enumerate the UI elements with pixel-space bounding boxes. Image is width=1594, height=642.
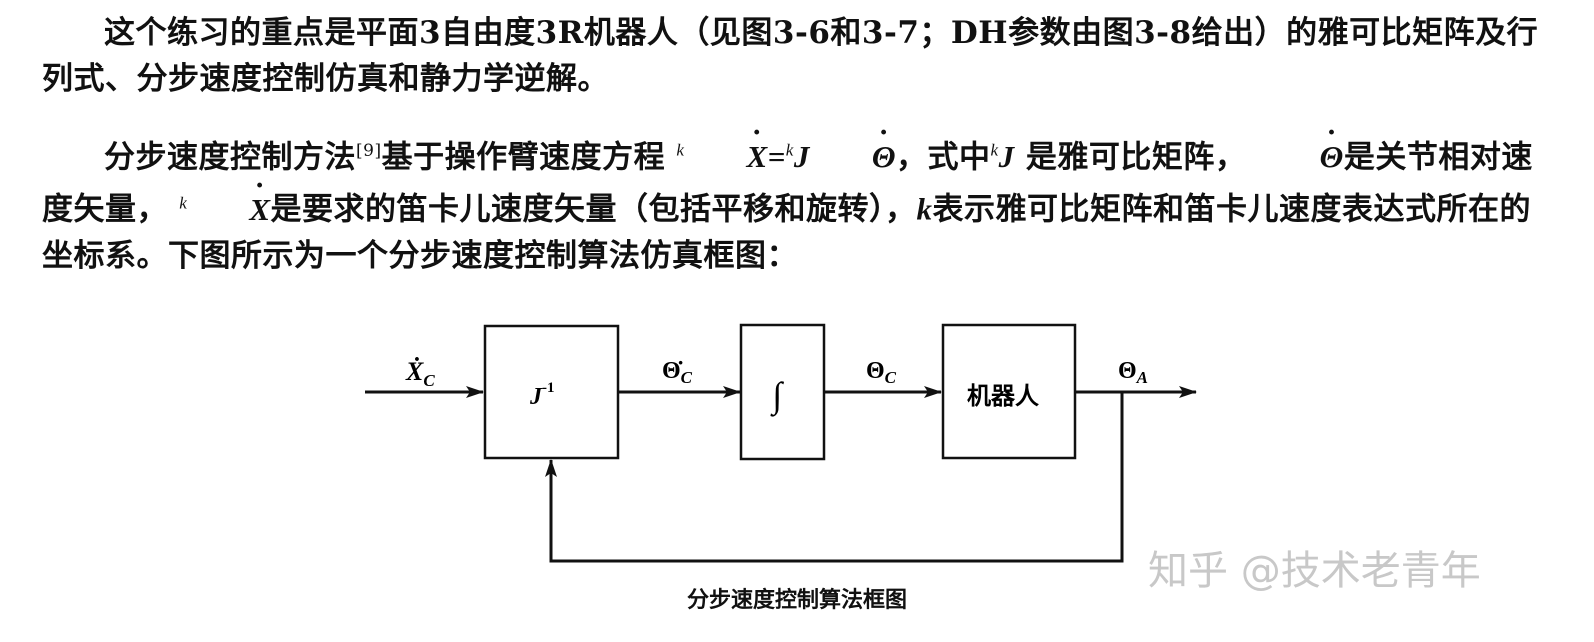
x-dot: X bbox=[684, 134, 767, 180]
theta-dot-label: Θ̇C bbox=[662, 358, 693, 387]
jacobian-desc: 是雅可比矩阵， bbox=[1025, 139, 1247, 176]
jacobian-symbol-2: J bbox=[998, 139, 1015, 175]
input-label: ẊC bbox=[405, 357, 435, 390]
figure-caption: 分步速度控制算法框图 bbox=[686, 588, 907, 613]
x-desc: 是要求的笛卡儿速度矢量（包括平移和旋转）， bbox=[270, 191, 917, 228]
method-paragraph: 分步速度控制方法[9]基于操作臂速度方程 kX=kJΘ，式中kJ 是雅可比矩阵，… bbox=[42, 128, 1552, 279]
frame-k-sup-2: k bbox=[785, 141, 794, 160]
frame-k-sup-4: k bbox=[179, 193, 188, 213]
velocity-equation: kX=kJΘ bbox=[676, 139, 896, 174]
k-symbol: k bbox=[916, 191, 933, 227]
robot-label: 机器人 bbox=[967, 383, 1039, 410]
theta-dot-ref: Θ bbox=[1258, 134, 1344, 180]
jacobian-ref: kJ bbox=[991, 139, 1015, 174]
intro-paragraph: 这个练习的重点是平面3自由度3R机器人（见图3-6和3-7；DH参数由图3-8给… bbox=[42, 15, 1539, 97]
integrator-block bbox=[739, 323, 826, 461]
integrator-symbol: ∫ bbox=[770, 375, 785, 417]
x-dot-2: X bbox=[187, 187, 270, 233]
frame-k-sup: k bbox=[676, 141, 685, 160]
theta-dot: Θ bbox=[810, 134, 896, 180]
jacobian-symbol: J bbox=[793, 139, 810, 175]
theta-desc: 是关节相对速度矢量， bbox=[42, 139, 1533, 228]
k-desc: 表示雅可比矩阵和笛卡儿速度表达式所在的坐标系。下图所示为一个分步速度控制算法仿真… bbox=[42, 191, 1532, 274]
feedback-path bbox=[545, 392, 1124, 563]
inverse-jacobian-label: J-1 bbox=[529, 380, 555, 410]
equals-sign: = bbox=[767, 139, 786, 175]
theta-c-label: ΘC bbox=[866, 358, 897, 387]
where-text: ，式中 bbox=[896, 139, 991, 176]
watermark: 知乎 @技术老青年 bbox=[1148, 548, 1481, 594]
output-label: ΘA bbox=[1118, 358, 1148, 387]
method-after-ref: 基于操作臂速度方程 bbox=[381, 139, 666, 176]
reference-mark: [9] bbox=[356, 141, 382, 161]
frame-k-sup-3: k bbox=[990, 141, 999, 160]
